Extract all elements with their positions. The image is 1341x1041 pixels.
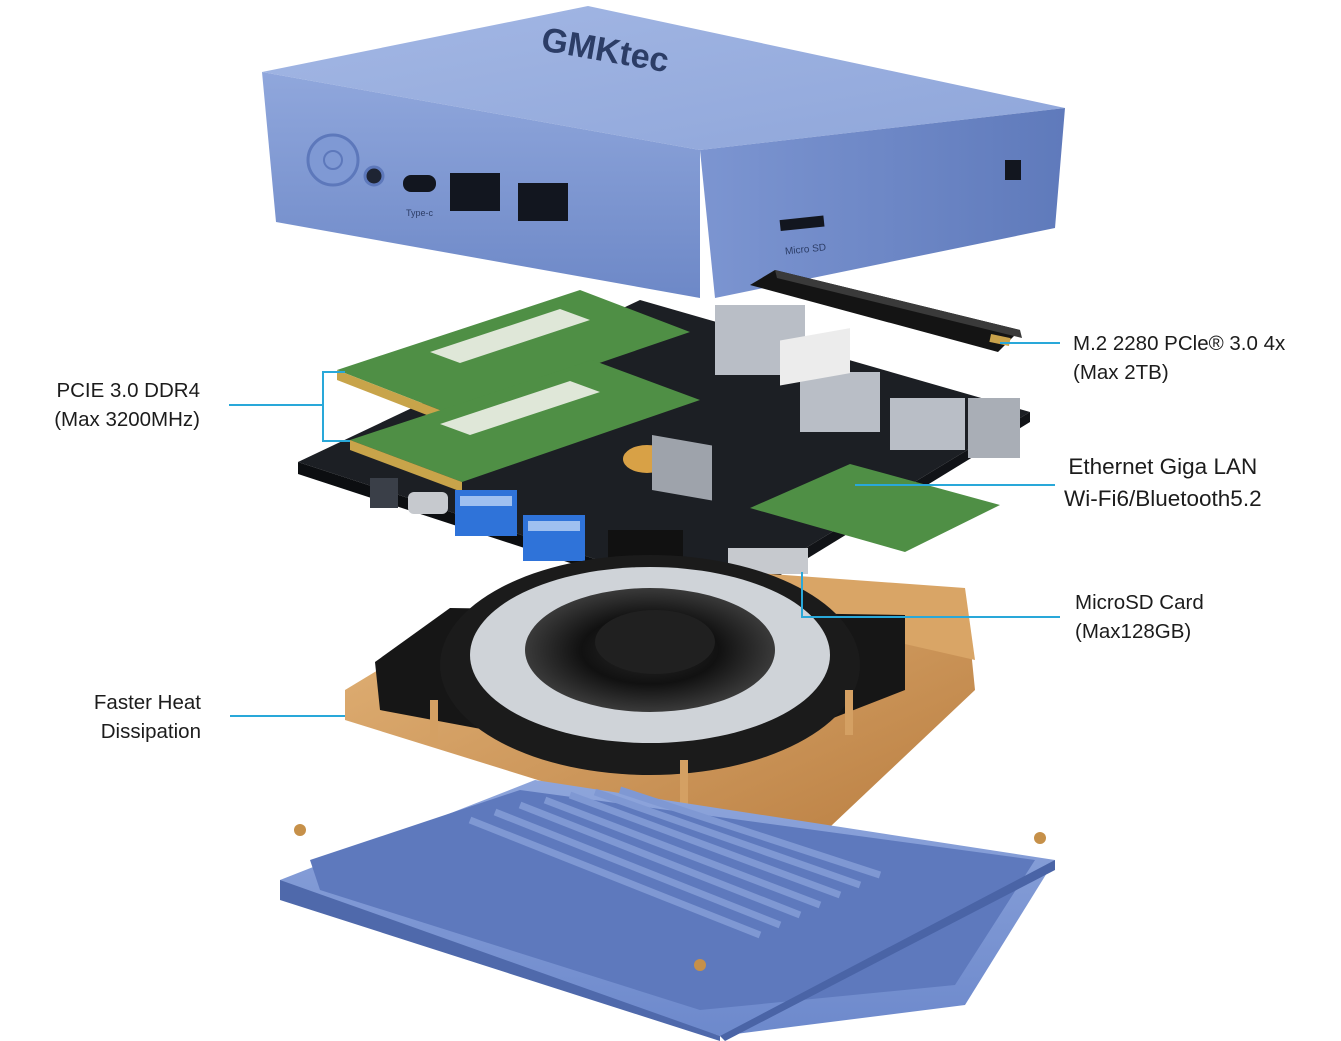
callout-cooling-line1: Faster Heat: [93, 691, 201, 714]
callout-network-line1: Ethernet Giga LAN: [1068, 454, 1258, 479]
ram-module: [350, 360, 700, 492]
microsd-slot-icon: [779, 215, 825, 232]
motherboard: [298, 290, 1030, 612]
callout-microsd-line2: (Max128GB): [1075, 620, 1192, 643]
audio-jack-icon: [363, 165, 385, 187]
callout-ssd-line1: M.2 2280 PCle® 3.0 4x: [1073, 332, 1286, 355]
usb-port-icon: [450, 173, 500, 211]
microsd-slot-label: Micro SD: [785, 242, 827, 257]
kensington-lock-icon: [1005, 160, 1021, 180]
callout-microsd-line1: MicroSD Card: [1075, 591, 1204, 614]
usb-port-icon: [518, 183, 568, 221]
leader-line-ram-lower: [322, 405, 350, 442]
bottom-case: [280, 780, 1055, 1041]
callout-network: Ethernet Giga LAN Wi-Fi6/Bluetooth5.2: [1064, 451, 1262, 515]
callout-ssd-line2: (Max 2TB): [1073, 361, 1169, 384]
front-ports: Type-c Micro SD: [306, 133, 1021, 258]
leader-line-ram: [229, 371, 345, 406]
leader-line-microsd: [801, 572, 1060, 618]
typec-port-icon: [403, 175, 436, 192]
callout-ssd: M.2 2280 PCle® 3.0 4x (Max 2TB): [1073, 329, 1285, 387]
callout-cooling-line2: Dissipation: [100, 720, 201, 743]
top-case: GMKtec: [262, 6, 1065, 298]
callout-ram-line1: PCIE 3.0 DDR4: [56, 379, 200, 402]
typec-port-label: Type-c: [406, 208, 434, 218]
callout-microsd: MicroSD Card (Max128GB): [1075, 588, 1204, 646]
callout-network-line2: Wi-Fi6/Bluetooth5.2: [1064, 486, 1262, 511]
ram-module: [337, 290, 690, 424]
cooling-assembly: [345, 555, 975, 860]
callout-ram-line2: (Max 3200MHz): [54, 408, 200, 431]
callout-cooling: Faster Heat Dissipation: [94, 688, 201, 746]
callout-ram: PCIE 3.0 DDR4 (Max 3200MHz): [54, 376, 200, 434]
leader-lines: [229, 342, 1060, 717]
power-button-icon: [306, 133, 360, 187]
